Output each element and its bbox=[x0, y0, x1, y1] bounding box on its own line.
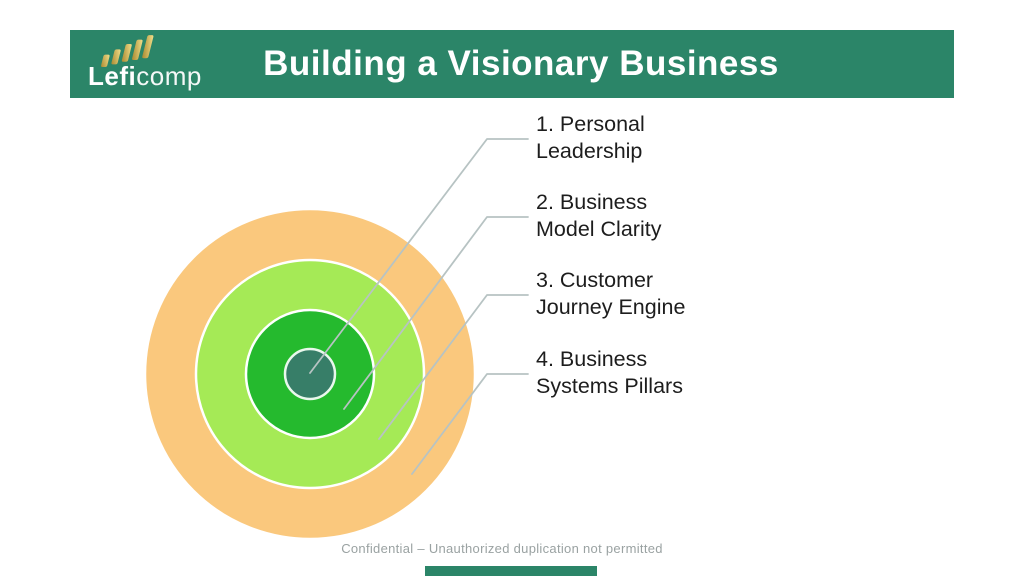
confidential-footer-text: Confidential – Unauthorized duplication … bbox=[341, 541, 663, 556]
logo: Leficomp bbox=[86, 32, 286, 96]
ring-personal-leadership bbox=[283, 347, 337, 401]
logo-wordmark-light: comp bbox=[136, 61, 202, 91]
ring-label-business-model-clarity: 2. Business Model Clarity bbox=[536, 190, 662, 241]
ring-label-personal-leadership: 1. Personal Leadership bbox=[536, 112, 645, 163]
footer-accent-bar bbox=[425, 566, 597, 576]
leader-line-1 bbox=[309, 138, 529, 374]
logo-wordmark-bold: Lefi bbox=[88, 61, 137, 91]
logo-wordmark: Leficomp bbox=[88, 60, 202, 92]
header-bar: Leficomp Building a Visionary Business bbox=[70, 30, 954, 98]
leader-line-3 bbox=[378, 294, 529, 440]
ring-label-business-systems-pillars: 4. Business Systems Pillars bbox=[536, 347, 683, 398]
slide-title: Building a Visionary Business bbox=[263, 44, 779, 83]
gold-growth-bars-icon bbox=[101, 35, 154, 68]
ring-label-customer-journey-engine: 3. Customer Journey Engine bbox=[536, 268, 686, 319]
leader-line-4 bbox=[411, 373, 529, 475]
leader-line-2 bbox=[343, 216, 529, 410]
